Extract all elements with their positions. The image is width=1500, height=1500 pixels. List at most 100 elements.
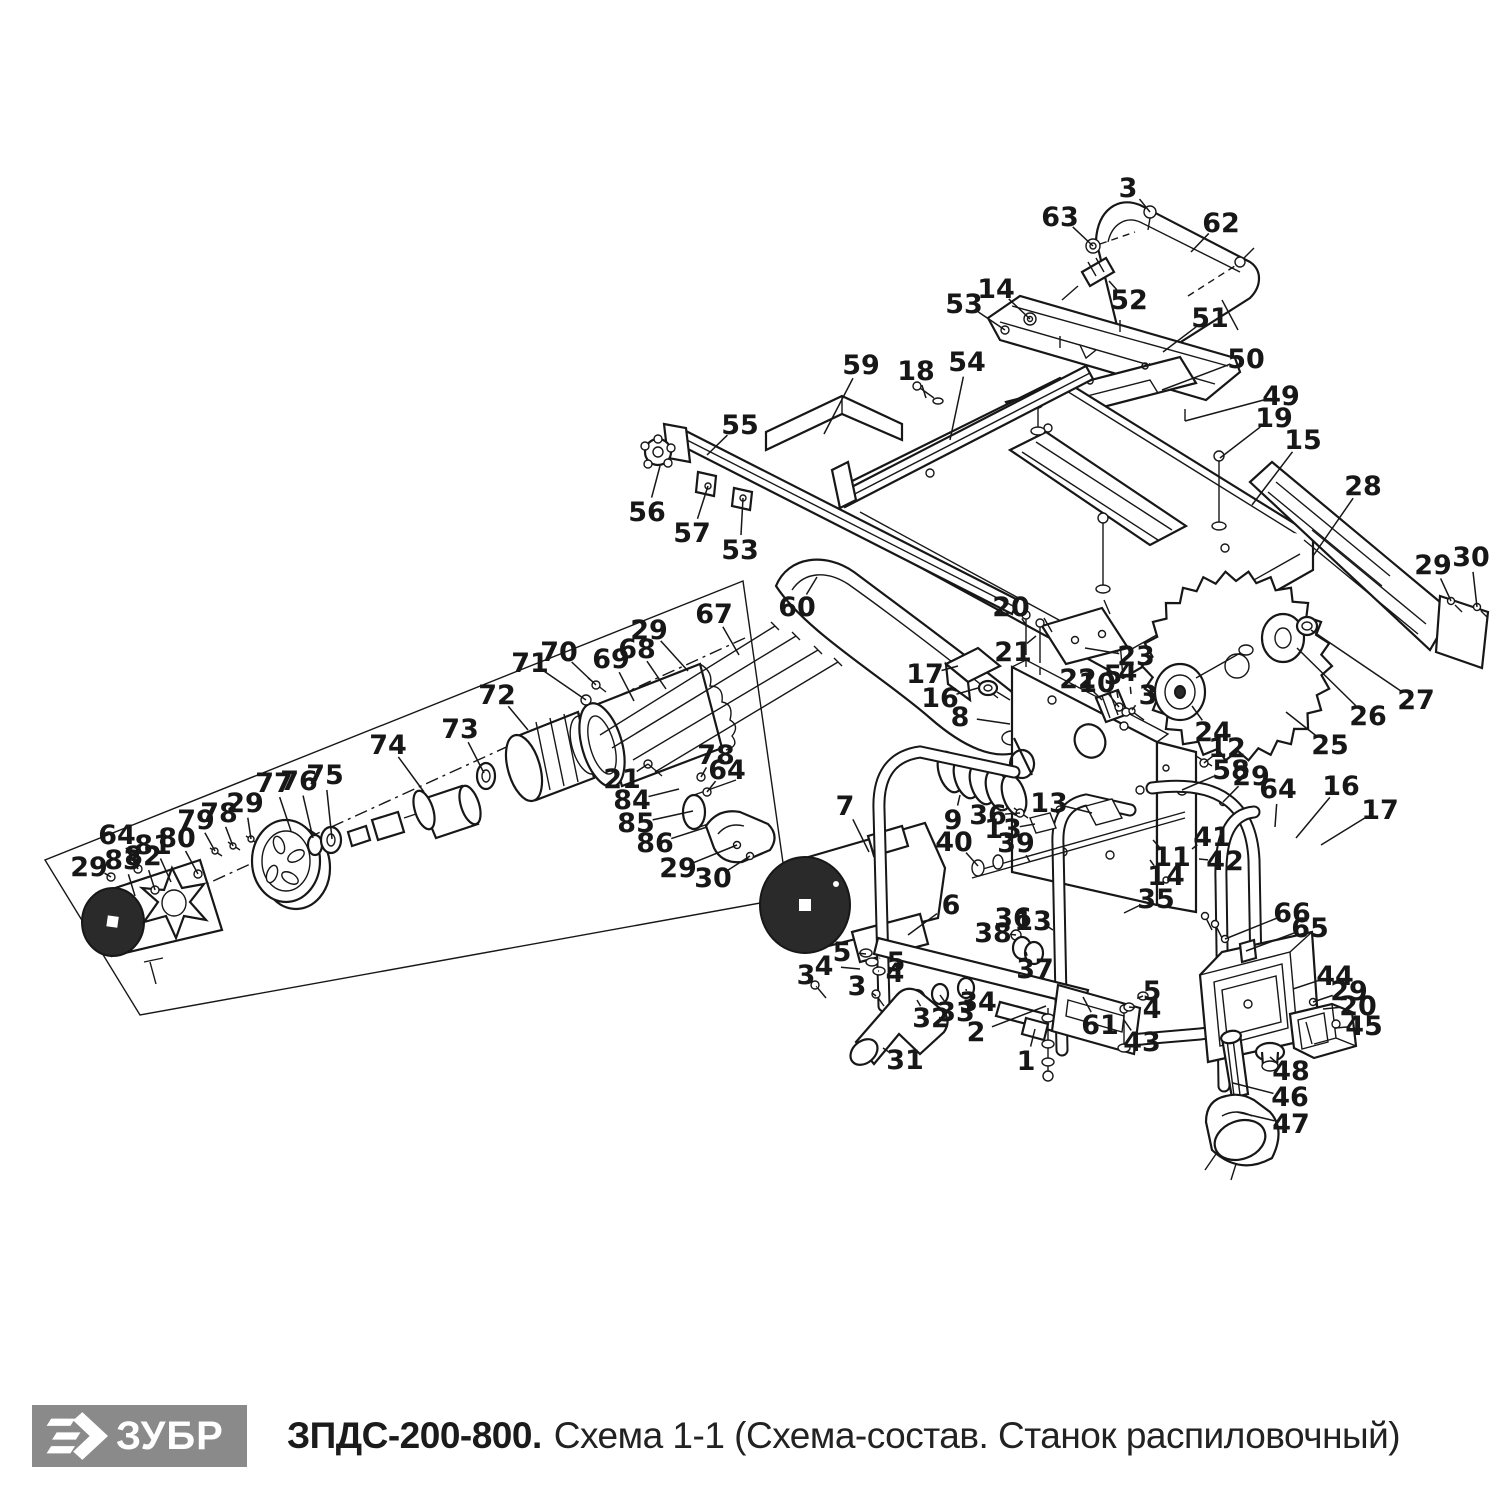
- leader-line: [1312, 994, 1333, 1003]
- leader-line: [1025, 951, 1028, 956]
- switch-box-44: [1198, 911, 1327, 1064]
- leader-line: [1129, 686, 1132, 695]
- callout-5: 5: [1104, 660, 1123, 691]
- callout-23: 23: [1117, 641, 1155, 672]
- motor-stator-69: [578, 662, 737, 788]
- callout-29: 29: [70, 852, 108, 883]
- callout-68: 68: [618, 634, 656, 665]
- leader-line: [1224, 917, 1277, 940]
- callout-29: 29: [1414, 550, 1452, 581]
- callout-16: 16: [1322, 771, 1360, 802]
- leader-line: [977, 311, 1006, 331]
- leader-line: [976, 718, 1011, 725]
- callout-61: 61: [1081, 1010, 1119, 1041]
- bracket-23: [1040, 599, 1130, 666]
- callout-79: 79: [177, 805, 215, 836]
- callout-41: 41: [1193, 822, 1231, 853]
- power-plug-47: [1204, 1093, 1280, 1181]
- callout-12: 12: [1208, 733, 1246, 764]
- leader-line: [700, 767, 708, 778]
- leader-line: [696, 485, 709, 520]
- callout-1: 1: [1017, 1046, 1036, 1077]
- callout-78: 78: [200, 798, 238, 829]
- cross-rod-39: [971, 798, 1186, 879]
- leader-line: [823, 377, 854, 435]
- callout-3: 3: [848, 971, 867, 1002]
- callout-16: 16: [921, 683, 959, 714]
- leader-line: [543, 670, 587, 701]
- callout-14: 14: [1147, 861, 1185, 892]
- callout-76: 76: [280, 766, 318, 797]
- callout-63: 63: [1041, 202, 1079, 233]
- callout-37: 37: [1016, 954, 1054, 985]
- leader-line: [1072, 226, 1094, 247]
- callout-18: 18: [897, 356, 935, 387]
- motor-mount-17-16: [943, 646, 1011, 703]
- rail-54: [830, 364, 1095, 510]
- leader-line: [648, 788, 680, 798]
- leader-line: [1312, 497, 1354, 557]
- callout-17: 17: [906, 659, 944, 690]
- bolts-20-21: [1021, 610, 1045, 680]
- callout-80: 80: [158, 823, 196, 854]
- callout-56: 56: [628, 497, 666, 528]
- leader-line: [1251, 451, 1294, 506]
- leader-line: [1439, 578, 1452, 602]
- clamp-86: [704, 810, 776, 864]
- motor-mount-hardware: [810, 948, 886, 1007]
- leader-line: [1029, 1028, 1036, 1047]
- callout-31: 31: [886, 1045, 924, 1076]
- callout-57: 57: [673, 518, 711, 549]
- motor-7: [759, 821, 947, 964]
- leader-line: [184, 850, 199, 875]
- callout-3: 3: [1119, 173, 1138, 204]
- leader-line: [1203, 755, 1214, 764]
- callout-4: 4: [815, 951, 834, 982]
- motor-coupling-72: [504, 710, 603, 803]
- leader-line: [1232, 1082, 1274, 1095]
- callout-46: 46: [1271, 1082, 1309, 1113]
- callout-27: 27: [1397, 685, 1435, 716]
- leader-line: [278, 796, 292, 832]
- leader-line: [1149, 859, 1155, 866]
- end-plate: [1434, 594, 1490, 670]
- leader-line: [1191, 705, 1203, 721]
- arbor-drum-22: [1094, 688, 1145, 724]
- leader-line: [1025, 854, 1031, 863]
- leader-line: [1048, 926, 1054, 931]
- leader-line: [916, 999, 922, 1007]
- leader-line: [1162, 326, 1197, 353]
- leader-line: [1310, 629, 1403, 693]
- motor-bearing: [306, 825, 343, 857]
- callout-10: 10: [1078, 668, 1116, 699]
- leader-line: [1107, 693, 1120, 708]
- leader-line: [1274, 803, 1278, 828]
- callout-69: 69: [592, 644, 630, 675]
- motor-rotor: [412, 784, 482, 840]
- callout-20: 20: [992, 592, 1030, 623]
- leader-line: [1136, 995, 1144, 999]
- callout-29: 29: [1330, 976, 1368, 1007]
- leader-line: [1472, 571, 1478, 608]
- leader-line: [727, 855, 751, 871]
- leader-line: [1322, 1006, 1342, 1010]
- callout-33: 33: [937, 997, 975, 1028]
- leader-line: [882, 1047, 891, 1054]
- callout-36: 36: [969, 800, 1007, 831]
- leader-line: [1138, 198, 1151, 213]
- leader-line: [1065, 805, 1093, 814]
- leader-line: [1123, 904, 1141, 914]
- leader-line: [1334, 1026, 1348, 1029]
- leader-line: [104, 872, 112, 878]
- diagram-title: ЗПДС-200-800. Схема 1-1 (Схема-состав. С…: [287, 1405, 1401, 1467]
- leader-line: [693, 844, 738, 864]
- model-number: ЗПДС-200-800.: [287, 1415, 542, 1456]
- callout-15: 15: [1284, 425, 1322, 456]
- callout-30: 30: [1452, 542, 1490, 573]
- callout-51: 51: [1191, 303, 1229, 334]
- leader-line: [1128, 1006, 1136, 1009]
- callout-32: 32: [912, 1003, 950, 1034]
- callout-47: 47: [1272, 1109, 1310, 1140]
- leader-line: [907, 912, 938, 936]
